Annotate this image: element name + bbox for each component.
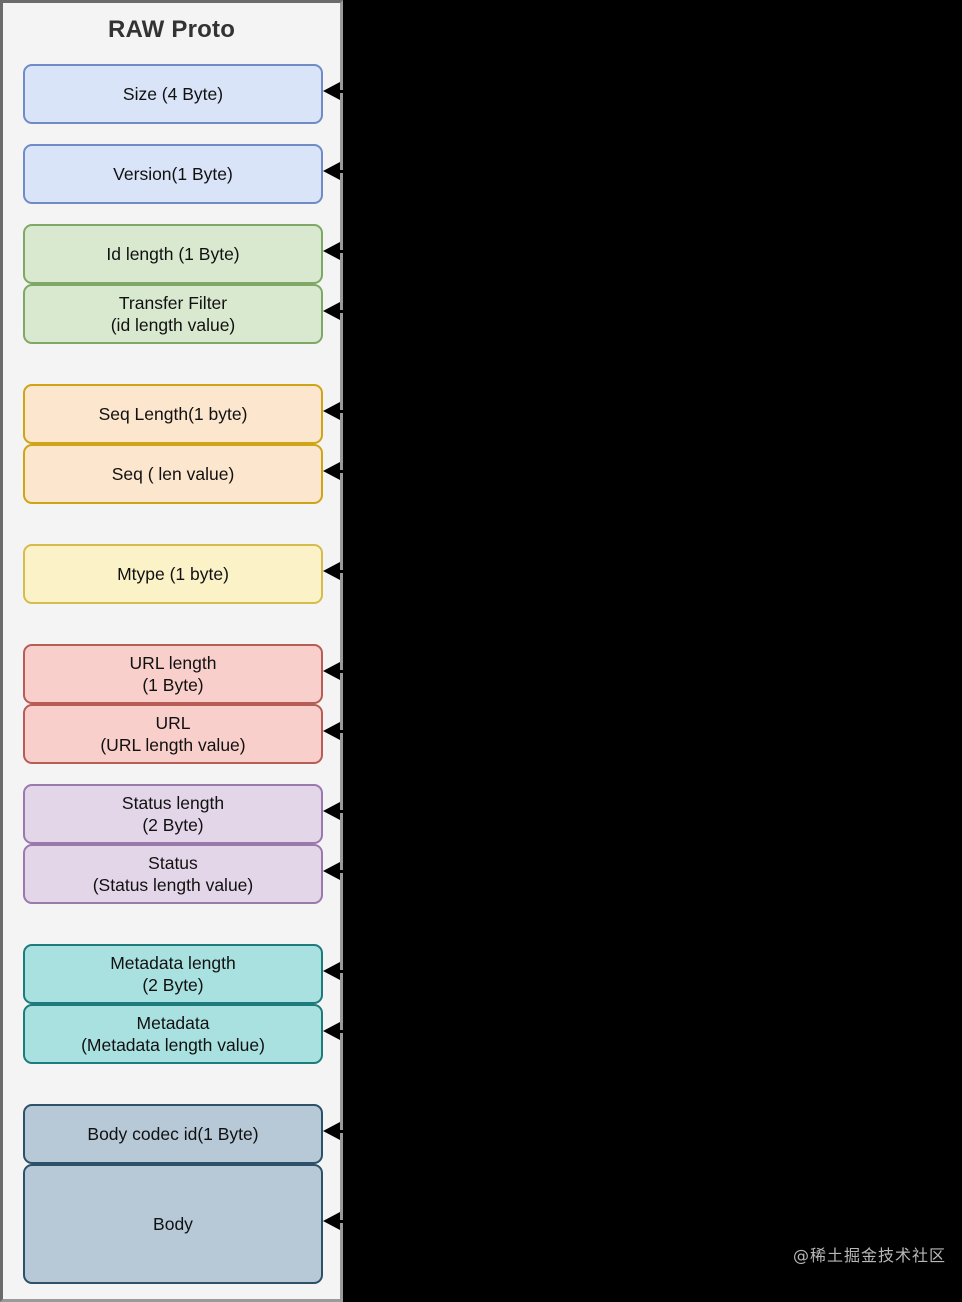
field-box-mtype: Mtype (1 byte): [23, 544, 323, 604]
field-box-url-length: URL length (1 Byte): [23, 644, 323, 704]
field-box-body: Body: [23, 1164, 323, 1284]
field-box-seq: Seq ( len value): [23, 444, 323, 504]
field-box-metadata-length: Metadata length (2 Byte): [23, 944, 323, 1004]
field-box-status-length: Status length (2 Byte): [23, 784, 323, 844]
field-box-metadata: Metadata (Metadata length value): [23, 1004, 323, 1064]
field-box-body-codec-id: Body codec id(1 Byte): [23, 1104, 323, 1164]
page-title: RAW Proto: [107, 16, 236, 43]
field-box-status: Status (Status length value): [23, 844, 323, 904]
field-box-size: Size (4 Byte): [23, 64, 323, 124]
field-box-transfer-filter: Transfer Filter (id length value): [23, 284, 323, 344]
field-box-seq-length: Seq Length(1 byte): [23, 384, 323, 444]
field-box-version: Version(1 Byte): [23, 144, 323, 204]
field-box-id-length: Id length (1 Byte): [23, 224, 323, 284]
field-box-url: URL (URL length value): [23, 704, 323, 764]
raw-proto-diagram-panel: RAW Proto Size (4 Byte) Version(1 Byte) Id…: [0, 0, 343, 1302]
watermark: @稀土掘金技术社区: [792, 1246, 946, 1265]
